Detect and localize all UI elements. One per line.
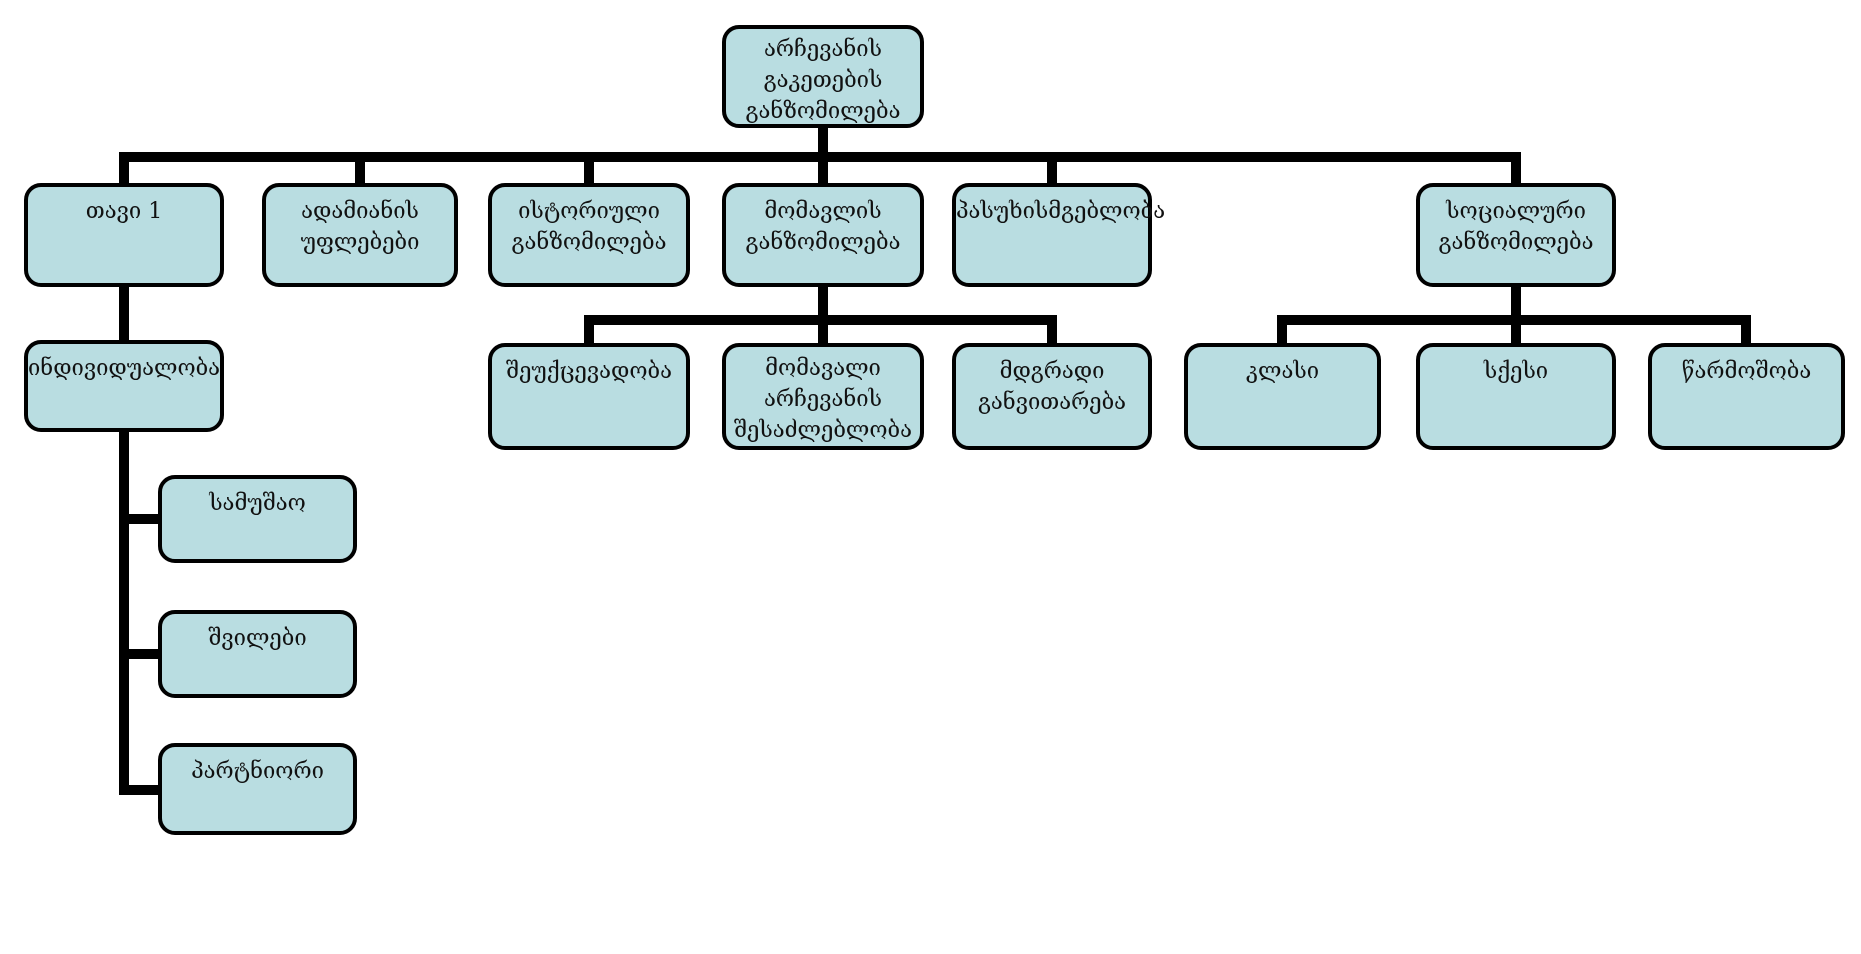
connector-future-down <box>818 285 828 315</box>
node-label-line: წარმოშობა <box>1681 359 1812 384</box>
node-label-line: მდგრადი <box>999 359 1105 384</box>
node-origin: წარმოშობა <box>1648 343 1845 450</box>
node-individuality: ინდივიდუალობა <box>24 340 224 432</box>
node-gender: სქესი <box>1416 343 1616 450</box>
node-label-line: უფლებები <box>300 230 420 255</box>
connector-drop-future-choice <box>818 315 828 346</box>
node-label-line: განზომილება <box>511 230 667 255</box>
node-label-line: პასუხისმგებლობა <box>956 199 1166 224</box>
node-human-rights: ადამიანის უფლებები <box>262 183 458 287</box>
connector-stub-children <box>119 649 164 659</box>
connector-drop-sustainable <box>1047 315 1057 346</box>
node-label-line: განზომილება <box>745 99 901 124</box>
connector-drop-origin <box>1741 315 1751 346</box>
node-label-line: სოციალური <box>1446 199 1586 224</box>
node-choice-making-dimension: არჩევანის გაკეთების განზომილება <box>722 25 924 128</box>
node-label-line: პარტნიორი <box>191 759 324 784</box>
connector-social-down <box>1511 285 1521 315</box>
node-label-line: სამუშაო <box>209 491 306 516</box>
connector-drop-human-rights <box>355 152 365 185</box>
connector-drop-historical <box>584 152 594 185</box>
connector-drop-irreversibility <box>584 315 594 346</box>
connector-drop-chapter1 <box>119 152 129 185</box>
node-historical-dimension: ისტორიული განზომილება <box>488 183 690 287</box>
node-label-line: მომავლის <box>764 199 882 224</box>
node-children: შვილები <box>158 610 357 698</box>
node-label-line: შეუქცევადობა <box>506 359 672 384</box>
connector-drop-class <box>1277 315 1287 346</box>
connector-stub-work <box>119 514 164 524</box>
node-label-line: ადამიანის <box>301 199 419 224</box>
node-label-line: არჩევანის <box>764 387 882 412</box>
node-label-line: თავი 1 <box>85 199 163 224</box>
connector-drop-responsibility <box>1047 152 1057 185</box>
node-label-line: განზომილება <box>1438 230 1594 255</box>
node-label-line: განზომილება <box>745 230 901 255</box>
node-label-line: განვითარება <box>977 390 1127 415</box>
connector-drop-social <box>1511 152 1521 185</box>
node-sustainable-development: მდგრადი განვითარება <box>952 343 1152 450</box>
node-class: კლასი <box>1184 343 1381 450</box>
connector-stub-partner <box>119 785 164 795</box>
node-social-dimension: სოციალური განზომილება <box>1416 183 1616 287</box>
connector-individuality-trunk <box>119 428 129 795</box>
node-responsibility: პასუხისმგებლობა <box>952 183 1166 287</box>
connector-drop-gender <box>1511 315 1521 346</box>
node-label-line: სქესი <box>1483 359 1549 384</box>
node-label-line: შესაძლებლობა <box>733 418 913 443</box>
node-label-line: კლასი <box>1245 359 1320 384</box>
node-label-line: ინდივიდუალობა <box>28 356 221 381</box>
node-label-line: ისტორიული <box>518 199 660 224</box>
connector-chapter1-individuality <box>119 285 129 343</box>
node-label-line: მომავალი <box>765 356 881 381</box>
connector-drop-future <box>818 152 828 185</box>
node-irreversibility: შეუქცევადობა <box>488 343 690 450</box>
connector-root-drop <box>818 126 828 154</box>
node-label-line: შვილები <box>208 626 307 651</box>
node-future-dimension: მომავლის განზომილება <box>722 183 924 287</box>
node-label-line: გაკეთების <box>763 68 883 93</box>
node-chapter-1: თავი 1 <box>24 183 224 287</box>
node-partner: პარტნიორი <box>158 743 357 835</box>
node-future-choice-possibility: მომავალი არჩევანის შესაძლებლობა <box>722 343 924 450</box>
node-work: სამუშაო <box>158 475 357 563</box>
node-label-line: არჩევანის <box>764 37 882 62</box>
